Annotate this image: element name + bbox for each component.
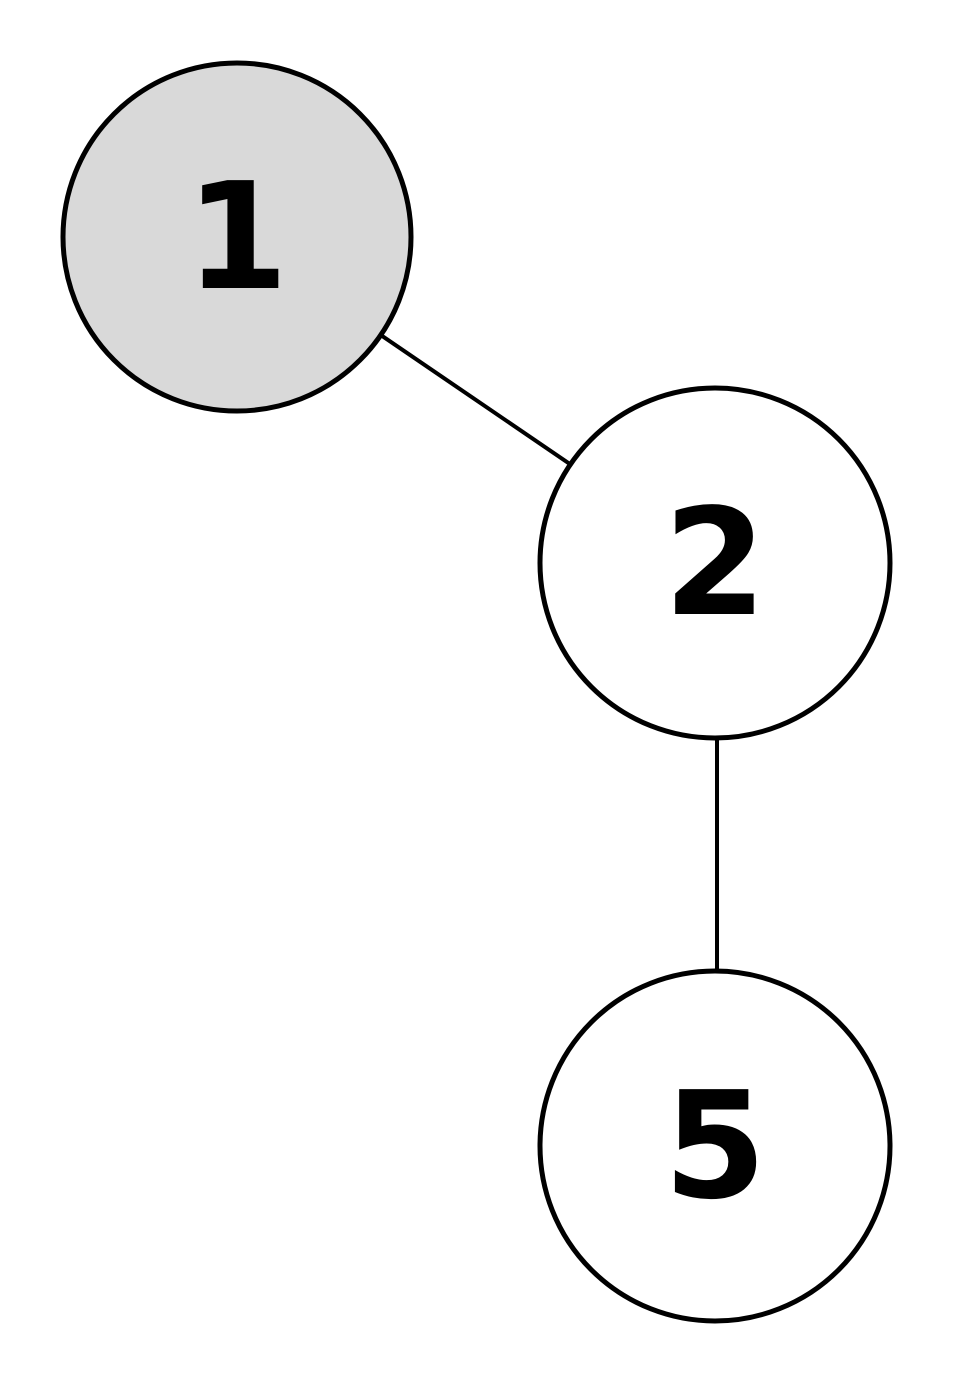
node-1-circle [60,60,414,414]
node-5-label: 5 [664,1060,767,1232]
node-2-circle [537,385,893,741]
node-2-label: 2 [664,477,767,649]
node-1[interactable]: 1 [60,60,414,414]
node-1-label: 1 [186,151,289,323]
node-5[interactable]: 5 [537,968,893,1324]
node-2[interactable]: 2 [537,385,893,741]
node-5-circle [537,968,893,1324]
